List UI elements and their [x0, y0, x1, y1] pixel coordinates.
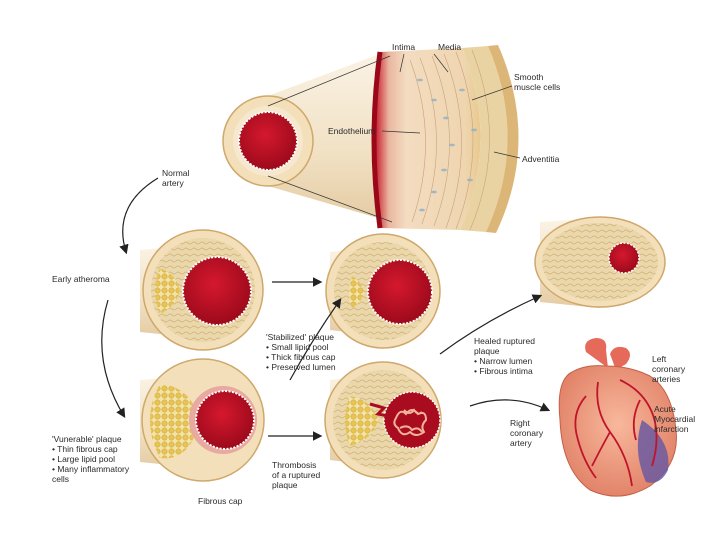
healed-plaque	[534, 216, 666, 308]
arrow-to-infarction	[469, 399, 551, 412]
label-fibrous-cap: Fibrous cap	[198, 496, 243, 506]
label-adventitia: Adventitia	[522, 154, 560, 164]
leader-lines	[267, 53, 521, 223]
label-endothelium: Endothelium	[328, 126, 376, 136]
stabilized-plaque	[325, 233, 441, 349]
arrow-to-healed	[439, 294, 543, 355]
vulnerable-plaque	[140, 358, 265, 482]
label-stabilized: 'Stabilized' plaque• Small lipid pool• T…	[266, 332, 336, 372]
label-intima: Intima	[392, 42, 416, 52]
arterial-wall-detail	[371, 45, 519, 233]
arrow-early-to-vulnerable	[101, 299, 126, 419]
arrow-vulnerable-to-stabilized	[289, 298, 342, 381]
arrow-normal-to-early	[119, 177, 159, 255]
normal-artery	[222, 50, 392, 222]
heart-illustration	[558, 338, 677, 497]
progression-arrows	[101, 177, 551, 441]
label-vulnerable: 'Vunerable' plaque• Thin fibrous cap• La…	[52, 434, 130, 484]
thrombosis-plaque	[324, 361, 442, 479]
label-early-atheroma: Early atheroma	[52, 274, 110, 284]
early-atheroma	[140, 229, 264, 351]
label-media: Media	[438, 42, 462, 52]
